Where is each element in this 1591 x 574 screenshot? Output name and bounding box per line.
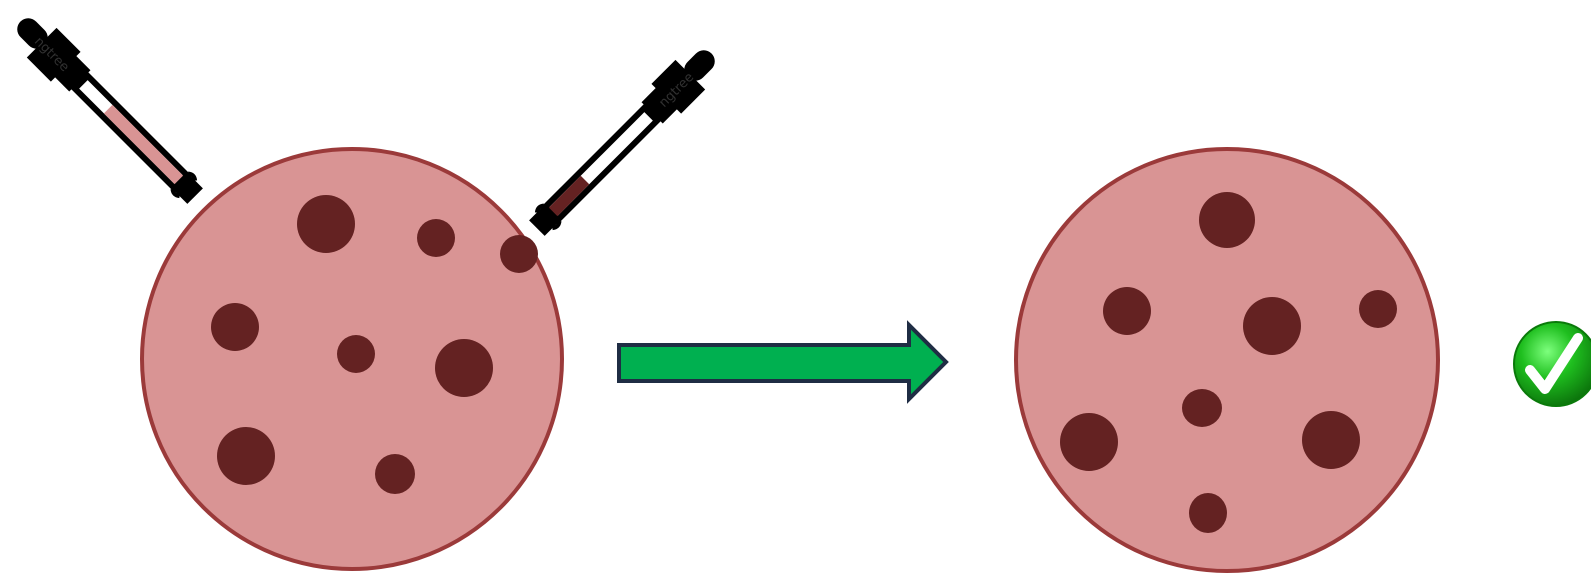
colony xyxy=(1302,411,1360,469)
dropper-left-icon: ngtree xyxy=(6,7,210,211)
petri-dish-left xyxy=(142,149,562,569)
petri-dish-right xyxy=(1016,149,1438,571)
dropper-right-icon: ngtree xyxy=(522,39,726,243)
colony xyxy=(217,427,275,485)
colony xyxy=(211,303,259,351)
checkmark-icon xyxy=(1514,322,1591,406)
colony xyxy=(297,195,355,253)
colony xyxy=(1199,192,1255,248)
colony xyxy=(1243,297,1301,355)
arrow-right-icon xyxy=(619,325,946,399)
colony xyxy=(337,335,375,373)
colony xyxy=(500,235,538,273)
colony xyxy=(417,219,455,257)
colony xyxy=(1103,287,1151,335)
colony xyxy=(435,339,493,397)
colony xyxy=(1189,493,1227,533)
colony xyxy=(1359,290,1397,328)
colony xyxy=(375,454,415,494)
colony xyxy=(1182,389,1222,427)
colony xyxy=(1060,413,1118,471)
